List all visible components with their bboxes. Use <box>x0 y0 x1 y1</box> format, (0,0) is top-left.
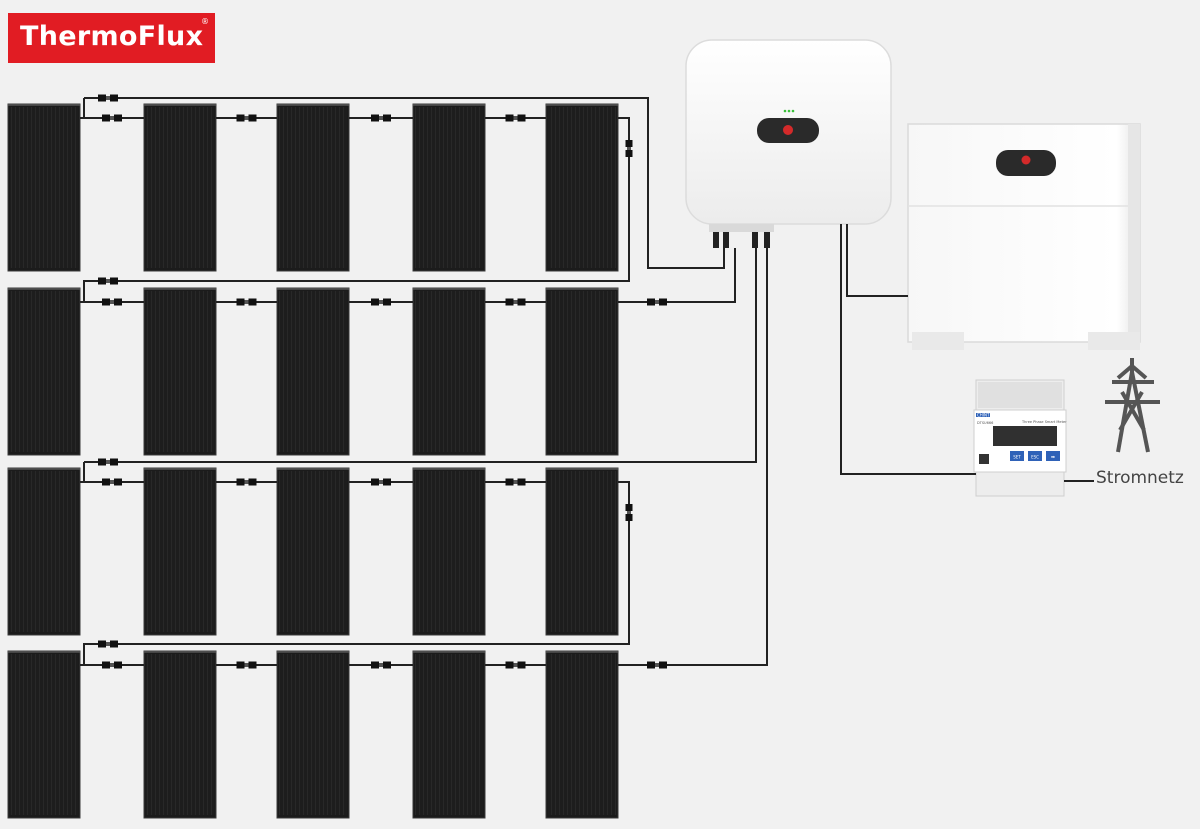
mc4-connector-icon <box>98 640 118 648</box>
smart-meter: SET ESC ➡ CHINT Three Phase Smart Meter … <box>973 379 1067 497</box>
mc4-connector-icon <box>98 277 118 285</box>
solar-panel <box>276 650 350 819</box>
inverter-logo-icon <box>783 125 793 135</box>
mc4-connector-icon <box>625 140 633 157</box>
hybrid-inverter <box>685 39 892 248</box>
mc4-connector-icon <box>236 114 257 122</box>
mc4-connector-icon <box>371 661 391 669</box>
dc-cable <box>84 248 757 463</box>
solar-panel <box>276 103 350 272</box>
mc4-connector-icon <box>371 114 391 122</box>
solar-panel <box>545 650 619 819</box>
mc4-connector-icon <box>102 478 122 486</box>
brand-name: ThermoFlux <box>20 21 204 52</box>
battery-storage <box>907 123 1141 350</box>
solar-panel <box>143 287 217 456</box>
mc4-connector-icon <box>102 114 122 122</box>
dc-cable <box>83 481 630 665</box>
mc4-connector-icon <box>371 478 391 486</box>
solar-panel <box>412 287 486 456</box>
solar-panel <box>7 287 81 456</box>
meter-display <box>993 426 1057 446</box>
meter-title: Three Phase Smart Meter <box>1021 420 1067 424</box>
mc4-connector-icon <box>98 458 118 466</box>
solar-panel-array <box>7 103 619 819</box>
solar-panel <box>412 103 486 272</box>
ac-wiring <box>840 224 1094 482</box>
mc4-connector-icon <box>647 298 667 306</box>
mc4-connector-icon <box>505 114 526 122</box>
mc4-connector-icon <box>98 94 118 102</box>
solar-panel <box>143 650 217 819</box>
mc4-connector-icon <box>102 298 122 306</box>
mc4-connector-icon <box>102 661 122 669</box>
meter-button-arrow: ➡ <box>1051 455 1056 461</box>
power-pylon-icon <box>1105 358 1160 453</box>
solar-panel <box>276 287 350 456</box>
meter-model: DTSU666 <box>977 421 993 425</box>
solar-panel <box>7 650 81 819</box>
dc-cable <box>83 117 630 302</box>
meter-button-esc: ESC <box>1031 455 1039 460</box>
mc4-connector-icon <box>647 661 667 669</box>
mc4-connector-icon <box>505 298 526 306</box>
solar-panel <box>7 103 81 272</box>
mc4-connector-icon <box>371 298 391 306</box>
solar-panel <box>7 467 81 636</box>
grid-label: Stromnetz <box>1096 468 1184 488</box>
mc4-connectors <box>98 94 667 669</box>
brand-logo: ThermoFlux ® <box>8 13 215 63</box>
solar-panel <box>545 467 619 636</box>
mc4-connector-icon <box>505 478 526 486</box>
meter-brand: CHINT <box>977 413 990 418</box>
registered-mark: ® <box>201 17 209 26</box>
solar-panel <box>143 467 217 636</box>
mc4-connector-icon <box>236 661 257 669</box>
solar-panel <box>143 103 217 272</box>
mc4-connector-icon <box>236 298 257 306</box>
solar-panel <box>412 650 486 819</box>
solar-panel <box>276 467 350 636</box>
meter-button-set: SET <box>1013 455 1021 460</box>
dc-cable <box>84 97 725 269</box>
solar-panel <box>545 287 619 456</box>
dc-cable <box>618 248 736 303</box>
mc4-connector-icon <box>625 504 633 521</box>
solar-panel <box>412 467 486 636</box>
dc-string-wiring <box>80 97 768 666</box>
solar-panel <box>545 103 619 272</box>
mc4-connector-icon <box>505 661 526 669</box>
dc-cable <box>618 248 768 666</box>
mc4-connector-icon <box>236 478 257 486</box>
battery-logo-icon <box>1021 155 1031 165</box>
